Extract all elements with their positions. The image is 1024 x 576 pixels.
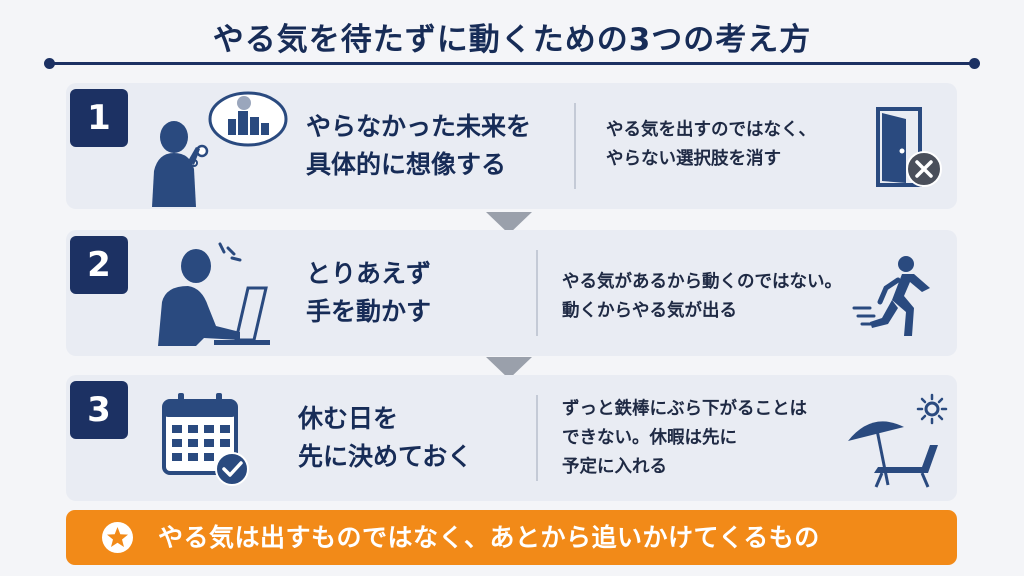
step-arrow-1 <box>486 212 532 234</box>
thinking-person-icon <box>152 91 288 207</box>
step-heading-2-line1: とりあえず <box>306 259 432 288</box>
beach-chair-umbrella-icon <box>848 393 948 488</box>
step-heading-1-line2: 具体的に想像する <box>306 150 507 179</box>
step-desc-3: ずっと鉄棒にぶら下がることは できない。休暇は先に 予定に入れる <box>562 395 807 482</box>
step-heading-3-line1: 休む日を <box>298 404 399 433</box>
step-desc-3-line2: できない。休暇は先に <box>562 428 737 448</box>
running-person-icon <box>852 256 930 336</box>
page-title: やる気を待たずに動くための3つの考え方 <box>212 22 812 58</box>
step-divider-2 <box>536 250 538 336</box>
star-icon <box>102 522 133 553</box>
step-desc-1-line1: やる気を出すのではなく、 <box>606 120 816 140</box>
step-number-3: 3 <box>70 381 128 439</box>
calendar-check-icon <box>162 393 249 486</box>
step-desc-3-line3: 予定に入れる <box>562 457 667 477</box>
step-heading-3-line2: 先に決めておく <box>298 442 473 471</box>
step-heading-1: やらなかった未来を 具体的に想像する <box>306 108 531 184</box>
step-desc-2-line2: 動くからやる気が出る <box>562 301 737 321</box>
step-desc-2: やる気があるから動くのではない。 動くからやる気が出る <box>562 268 842 326</box>
step-card-3: 3 休む日を 先に決めておく ずっと鉄棒にぶら下がることは できない。休暇は先に… <box>66 375 957 501</box>
door-with-x-icon <box>876 107 942 187</box>
rule-dot-right <box>969 58 980 69</box>
step-arrow-2 <box>486 357 532 379</box>
step-card-2: 2 とりあえず 手を動かす やる気があるから動くのではない。 動くからやる気が出… <box>66 230 957 356</box>
step-divider-3 <box>536 395 538 481</box>
step-heading-2-line2: 手を動かす <box>306 297 432 326</box>
step-divider-1 <box>574 103 576 189</box>
step-desc-1-line2: やらない選択肢を消す <box>606 149 781 169</box>
step-heading-1-line1: やらなかった未来を <box>306 112 532 141</box>
step-desc-2-line1: やる気があるから動くのではない。 <box>562 272 842 292</box>
summary-banner: やる気は出すものではなく、あとから追いかけてくるもの <box>66 510 957 565</box>
step-desc-3-line1: ずっと鉄棒にぶら下がることは <box>562 399 807 419</box>
step-card-1: 1 やらなかった未来を 具体的に想像する やる気を出すのではなく、 やらない選択… <box>66 83 957 209</box>
banner-text: やる気は出すものではなく、あとから追いかけてくるもの <box>158 523 820 552</box>
rule-dot-left <box>44 58 55 69</box>
title-rule <box>44 58 980 69</box>
step-number-2: 2 <box>70 236 128 294</box>
step-desc-1: やる気を出すのではなく、 やらない選択肢を消す <box>606 116 816 174</box>
step-heading-3: 休む日を 先に決めておく <box>298 400 472 476</box>
person-at-laptop-icon <box>158 242 270 346</box>
step-heading-2: とりあえず 手を動かす <box>306 255 431 331</box>
step-number-1: 1 <box>70 89 128 147</box>
